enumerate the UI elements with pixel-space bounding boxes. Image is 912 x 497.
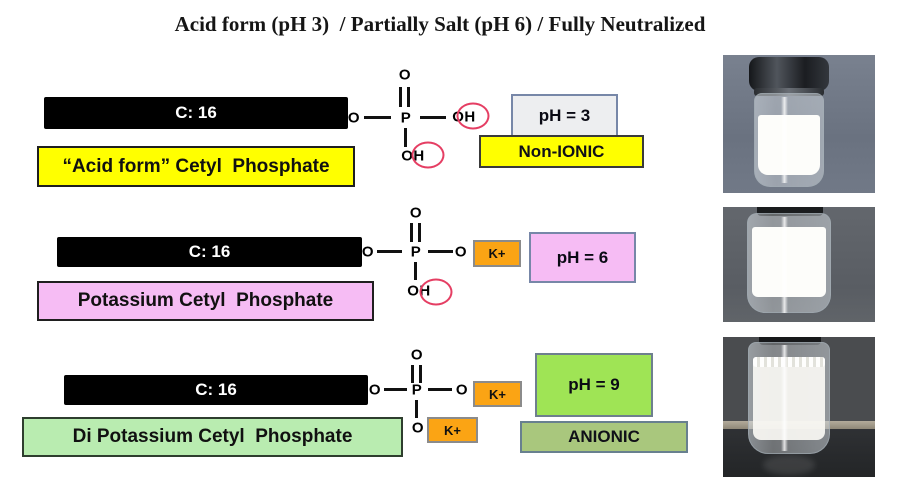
- vial-photo-ph6: [723, 207, 875, 322]
- vial-liquid: [758, 115, 820, 175]
- vial-cap-rim: [754, 88, 824, 96]
- ph-box-row2: pH = 6: [529, 232, 636, 283]
- jar-reflection: [763, 455, 815, 475]
- bond-line: [428, 388, 452, 391]
- chain-length-label: C: 16: [188, 242, 231, 261]
- compound-name-box-row2: Potassium Cetyl Phosphate: [37, 281, 374, 321]
- ph-box-row3: pH = 9: [535, 353, 653, 417]
- glass-highlight: [781, 345, 788, 451]
- ph-label: pH = 6: [556, 247, 609, 267]
- ionic-class-box-row1: Non-IONIC: [479, 135, 644, 168]
- atom-o-bottom-row3: O: [411, 419, 425, 437]
- ionic-class-label: Non-IONIC: [518, 141, 605, 161]
- atom-o-right-row3: O: [455, 381, 469, 399]
- vial-photo-ph9: [723, 337, 875, 477]
- atom-p-row2: P: [410, 243, 422, 261]
- bond-line: [384, 388, 407, 391]
- atom-o-right-row2: O: [454, 243, 468, 261]
- atom-o-top-row2: O: [409, 204, 423, 222]
- chain-length-label: C: 16: [195, 380, 237, 399]
- double-bond: [419, 365, 422, 383]
- double-bond: [407, 87, 410, 107]
- vial-liquid: [753, 357, 825, 440]
- counterion-box-row2: K+: [473, 240, 521, 267]
- h-circle: [456, 102, 490, 130]
- h-circle: [419, 278, 453, 306]
- bond-line: [420, 116, 446, 119]
- ph-label: pH = 9: [568, 375, 620, 394]
- atom-o-left-row1: O: [347, 109, 361, 127]
- h-circle: [411, 141, 445, 169]
- atom-o-left-row3: O: [368, 381, 382, 399]
- atom-o-top-row3: O: [410, 346, 424, 364]
- bond-line: [415, 400, 418, 418]
- liquid-froth: [753, 357, 825, 367]
- counterion-label: K+: [489, 386, 506, 402]
- glass-highlight: [781, 217, 788, 313]
- bond-line: [404, 128, 407, 147]
- vial-cap: [759, 337, 821, 345]
- ph-label: pH = 3: [538, 105, 591, 125]
- double-bond: [411, 365, 414, 383]
- double-bond: [399, 87, 402, 107]
- atom-o-left-row2: O: [361, 243, 375, 261]
- bond-line: [414, 262, 417, 280]
- compound-name-box-row3: Di Potassium Cetyl Phosphate: [22, 417, 403, 457]
- page-title: Acid form (pH 3) / Partially Salt (pH 6)…: [174, 12, 706, 36]
- ionic-class-box-row3: ANIONIC: [520, 421, 688, 453]
- compound-name-label: Di Potassium Cetyl Phosphate: [72, 426, 353, 447]
- hydrocarbon-bar-row2: C: 16: [57, 237, 362, 267]
- compound-name-label: “Acid form” Cetyl Phosphate: [62, 155, 330, 177]
- vial-photo-ph3: [723, 55, 875, 193]
- bond-line: [428, 250, 453, 253]
- compound-name-box-row1: “Acid form” Cetyl Phosphate: [37, 146, 355, 187]
- counterion-box-row3-lower: K+: [427, 417, 478, 443]
- vial-cap: [757, 207, 823, 216]
- vial-cap: [749, 57, 829, 91]
- hydrocarbon-bar-row3: C: 16: [64, 375, 368, 405]
- ph-box-row1: pH = 3: [511, 94, 618, 137]
- atom-p-row1: P: [400, 109, 412, 127]
- vial-liquid: [752, 227, 826, 297]
- double-bond: [410, 223, 413, 242]
- chain-length-label: C: 16: [175, 103, 217, 122]
- atom-p-row3: P: [411, 381, 423, 399]
- ionic-class-label: ANIONIC: [568, 427, 640, 446]
- bond-line: [377, 250, 402, 253]
- hydrocarbon-bar-row1: C: 16: [44, 97, 348, 129]
- double-bond: [418, 223, 421, 242]
- bond-line: [364, 116, 391, 119]
- compound-name-label: Potassium Cetyl Phosphate: [77, 290, 334, 311]
- glass-highlight: [781, 97, 788, 183]
- atom-o-top-row1: O: [398, 66, 412, 84]
- counterion-label: K+: [488, 246, 506, 261]
- counterion-box-row3-upper: K+: [473, 381, 522, 407]
- counterion-label: K+: [444, 422, 461, 438]
